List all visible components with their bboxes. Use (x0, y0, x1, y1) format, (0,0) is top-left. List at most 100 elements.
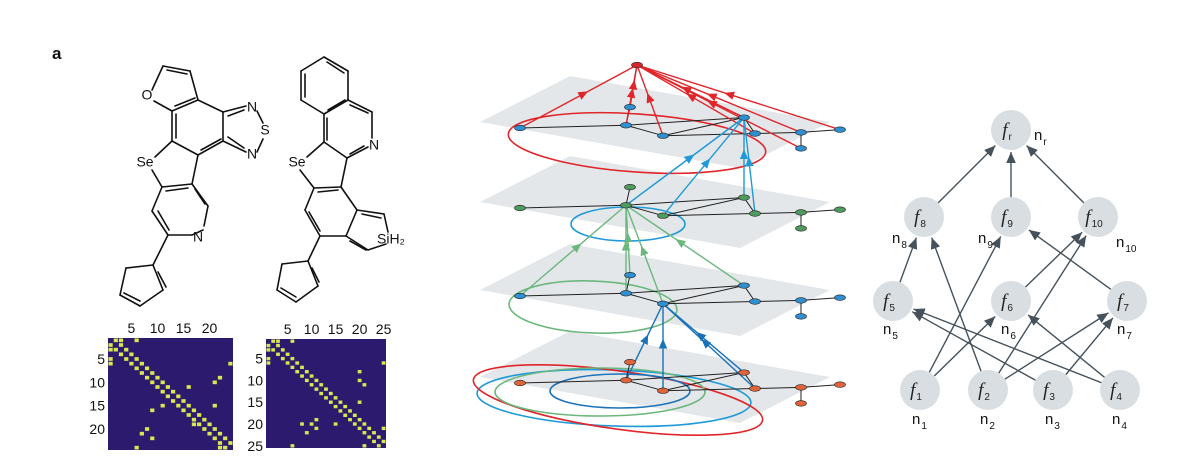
matrix-cell (324, 396, 328, 400)
matrix-cell (150, 436, 155, 441)
graph-edge (519, 124, 627, 129)
matrix-cell (343, 413, 348, 417)
bond-line (340, 157, 348, 188)
bond-line (256, 138, 264, 153)
matrix-cell (160, 403, 165, 408)
message-arrow (625, 116, 745, 206)
matrix-cell (139, 361, 144, 366)
matrix-cell (150, 408, 155, 413)
matrix-cell (134, 366, 139, 371)
graph-node (624, 184, 636, 191)
graph-edge (754, 211, 802, 214)
bond-line (119, 294, 141, 307)
matrix-cell (217, 441, 223, 445)
bond-line (222, 140, 247, 153)
matrix-cell (309, 383, 314, 387)
message-arrow (636, 64, 802, 149)
bond-line (313, 186, 342, 189)
x-tick-label: 20 (202, 320, 218, 336)
matrix-cell (191, 417, 197, 422)
matrix-cell (202, 417, 207, 422)
bond-line (139, 289, 164, 307)
graph-edge (662, 213, 756, 217)
matrix-cell (118, 338, 124, 343)
graph-edge (625, 379, 664, 392)
message-arrow (636, 64, 756, 135)
graph-edge (625, 124, 664, 137)
bond-line (383, 213, 389, 233)
matrix-cell (223, 436, 228, 441)
matrix-cell (362, 431, 367, 435)
matrix-cell (324, 387, 328, 391)
x-tick-label: 5 (284, 321, 292, 337)
matrix-cell (144, 366, 150, 371)
matrix-cell (285, 361, 290, 365)
matrix-cell (217, 375, 223, 380)
atom-label: N (193, 229, 203, 245)
graph-node (657, 132, 669, 139)
x-tick-label: 15 (328, 321, 344, 337)
neighborhood-ellipse (507, 111, 767, 175)
function-node-circle (904, 197, 944, 237)
node-count-label: n10 (1116, 234, 1137, 255)
matrix-cell (124, 357, 129, 361)
graph-edge (800, 209, 841, 213)
matrix-cell (217, 445, 223, 450)
bond-line (304, 187, 315, 211)
matrix-cell (372, 439, 376, 444)
matrix-cell (155, 375, 160, 380)
message-arrow (662, 303, 756, 390)
matrix-cell (186, 385, 191, 389)
matrix-background (266, 339, 386, 448)
matrix-cell (367, 426, 372, 431)
matrix-cell (300, 365, 304, 370)
bond-line (162, 65, 191, 72)
y-tick-label: 5 (255, 351, 263, 367)
matrix-cell (144, 375, 150, 380)
y-tick-label: 10 (89, 374, 105, 390)
matrix-cell (191, 422, 197, 427)
message-arrow (519, 64, 638, 129)
matrix-cell (333, 396, 338, 400)
matrix-background (108, 338, 233, 450)
bond-line (304, 209, 321, 237)
graph-node (657, 212, 669, 219)
node-count-label: n2 (980, 411, 995, 432)
matrix-cell (134, 357, 139, 361)
bond-line (361, 213, 382, 219)
matrix-cell (171, 389, 176, 394)
graph-edge (800, 129, 841, 133)
matrix-cell (129, 361, 134, 366)
matrix-cell (300, 374, 304, 378)
matrix-cell (372, 431, 376, 435)
function-node-circle (1078, 197, 1118, 237)
graph-edge (662, 133, 756, 137)
graph-node (749, 210, 761, 217)
bond-line (227, 109, 245, 117)
matrix-cell (357, 378, 362, 383)
function-node-circle (1100, 370, 1140, 410)
bond-line (356, 209, 385, 215)
matrix-cell (314, 387, 319, 391)
bond-line (153, 100, 173, 112)
graph-node (795, 297, 807, 304)
matrix-cell (118, 343, 124, 347)
tree-edge-arrow (1027, 314, 1105, 378)
bond-line (125, 264, 154, 269)
atom-label: S (260, 122, 269, 138)
matrix-cell (304, 370, 309, 374)
function-node-circle (873, 281, 913, 321)
bond-line (349, 240, 367, 251)
matrix-cell (357, 417, 362, 422)
bond-line (340, 186, 358, 211)
matrix-cell (352, 413, 357, 417)
